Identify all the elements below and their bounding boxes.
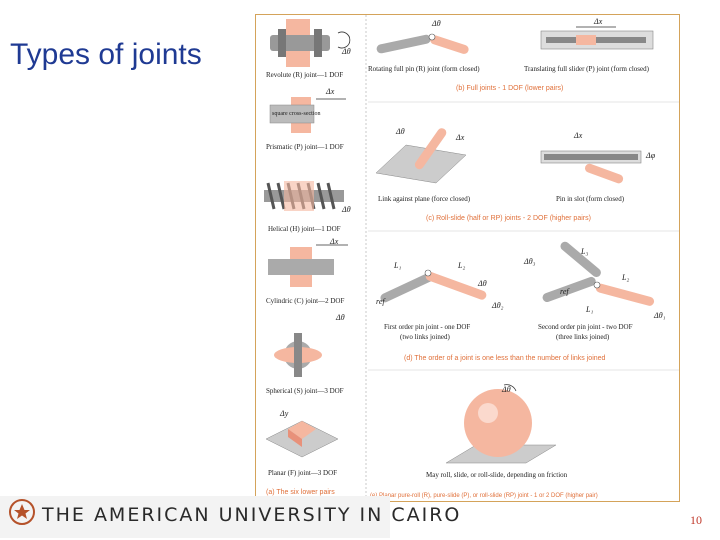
- link-plane-label: Link against plane (force closed): [378, 195, 471, 203]
- d-phi-symbol: Δφ: [646, 151, 656, 160]
- ref-symbol: ref: [376, 297, 385, 306]
- first-order-pin-illustration: [380, 269, 487, 303]
- cylindric-joint-illustration: [268, 244, 348, 287]
- caption-b: (b) Full joints - 1 DOF (lower pairs): [456, 85, 564, 92]
- page-number: 10: [690, 513, 702, 527]
- d-theta1-symbol: Δθ₁: [654, 311, 666, 320]
- l1-symbol: L₁: [394, 261, 402, 270]
- d-x-symbol: Δx: [574, 131, 583, 140]
- planar-joint-illustration: [265, 420, 339, 458]
- caption-a: (a) The six lower pairs: [266, 489, 335, 496]
- caption-c: (c) Roll-slide (half or RP) joints - 2 D…: [426, 215, 591, 222]
- d-theta-symbol: Δθ: [502, 385, 511, 394]
- l3-symbol: L₃: [581, 247, 589, 256]
- helical-joint-illustration: [264, 181, 344, 211]
- joint-diagrams: [264, 15, 679, 501]
- l2-symbol: L₂: [622, 273, 630, 282]
- pin-slot-label: Pin in slot (form closed): [556, 195, 625, 203]
- first-order-sub: (two links joined): [400, 333, 450, 341]
- second-order-pin-illustration: [542, 241, 655, 306]
- d-x-symbol: Δx: [330, 237, 339, 246]
- translating-slider-illustration: [540, 26, 654, 50]
- square-cross-label: square cross-section: [272, 111, 321, 117]
- d-y-symbol: Δy: [280, 409, 289, 418]
- second-order-sub: (three links joined): [556, 333, 610, 341]
- planar-label: Planar (F) joint—3 DOF: [268, 469, 338, 477]
- caption-d: (d) The order of a joint is one less tha…: [404, 355, 606, 362]
- university-name: THE AMERICAN UNIVERSITY IN CAIRO: [42, 504, 462, 526]
- revolute-label: Revolute (R) joint—1 DOF: [266, 71, 344, 79]
- spherical-joint-illustration: [274, 333, 322, 377]
- first-order-label: First order pin joint - one DOF: [384, 323, 471, 331]
- ball-plane-illustration: [445, 384, 557, 464]
- ball-label: May roll, slide, or roll-slide, dependin…: [426, 471, 568, 479]
- d-theta3-symbol: Δθ₃: [524, 257, 536, 266]
- d-theta-symbol: Δθ: [336, 313, 345, 322]
- d-theta-symbol: Δθ: [342, 205, 351, 214]
- full-slider-label: Translating full slider (P) joint (form …: [524, 65, 649, 73]
- d-x-symbol: Δx: [456, 133, 465, 142]
- d-theta-symbol: Δθ: [432, 19, 441, 28]
- d-theta-symbol: Δθ: [342, 47, 351, 56]
- footer-bar: [0, 496, 390, 538]
- link-plane-illustration: [375, 128, 467, 184]
- cylindric-label: Cylindric (C) joint—2 DOF: [266, 297, 345, 305]
- prismatic-label: Prismatic (P) joint—1 DOF: [266, 143, 344, 151]
- helical-label: Helical (H) joint—1 DOF: [268, 225, 341, 233]
- slide-title: Types of joints: [10, 38, 202, 71]
- d-x-symbol: Δx: [594, 17, 603, 26]
- joint-types-figure: Δθ Revolute (R) joint—1 DOF Δx square cr…: [255, 14, 680, 502]
- university-logo-icon: [9, 499, 35, 525]
- prismatic-joint-illustration: [269, 97, 346, 133]
- second-order-label: Second order pin joint - two DOF: [538, 323, 633, 331]
- d-theta-symbol: Δθ: [396, 127, 405, 136]
- spherical-label: Spherical (S) joint—3 DOF: [266, 387, 344, 395]
- ref-symbol: ref: [560, 287, 569, 296]
- full-pin-label: Rotating full pin (R) joint (form closed…: [368, 65, 480, 73]
- l2-symbol: L₂: [458, 261, 466, 270]
- rotating-pin-illustration: [376, 33, 469, 54]
- pin-slot-illustration: [540, 150, 642, 184]
- l1-symbol: L₁: [586, 305, 594, 314]
- d-theta-symbol: Δθ: [478, 279, 487, 288]
- caption-e: (e) Planar pure-roll (R), pure-slide (P)…: [370, 493, 598, 499]
- d-x-symbol: Δx: [326, 87, 335, 96]
- revolute-joint-illustration: [270, 19, 351, 67]
- d-theta2-symbol: Δθ₂: [492, 301, 504, 310]
